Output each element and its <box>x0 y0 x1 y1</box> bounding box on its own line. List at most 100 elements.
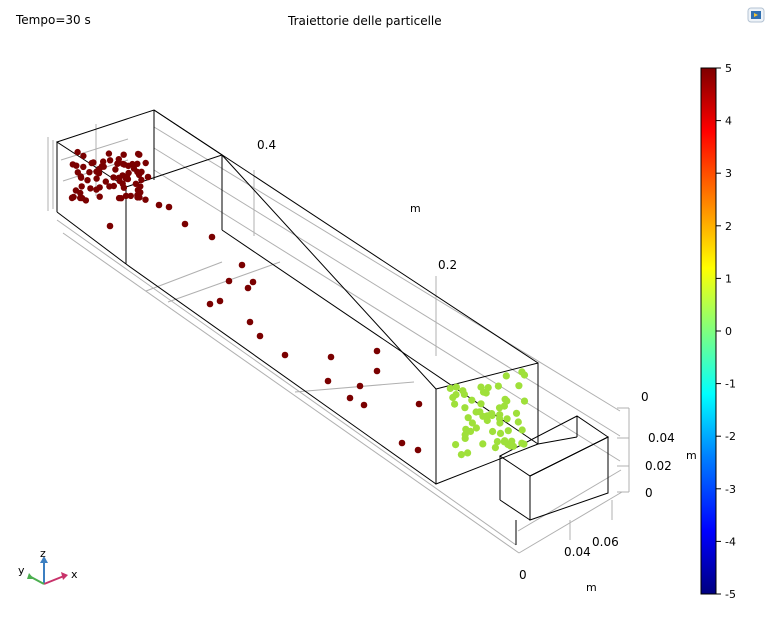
particle-point <box>93 175 100 182</box>
particle-point <box>102 178 110 185</box>
particle-point <box>502 372 510 380</box>
particle-point <box>324 377 332 385</box>
color-legend-tick-label: 2 <box>725 220 732 233</box>
color-legend-tick-label: -1 <box>725 378 736 391</box>
particle-point <box>452 383 460 391</box>
particle-point <box>281 351 289 359</box>
particle-point <box>77 173 85 180</box>
particle-point <box>464 449 472 457</box>
color-legend-tick-label: -3 <box>725 483 736 496</box>
triad-y-label: y <box>18 564 25 577</box>
particle-point <box>477 400 485 408</box>
particle-point <box>98 163 106 170</box>
particle-point <box>491 444 499 452</box>
particle-point <box>244 284 252 292</box>
axis-triad-icon: z x y <box>18 547 78 585</box>
particle-point <box>518 426 526 434</box>
color-legend-tick-label: 3 <box>725 167 732 180</box>
particle-point <box>127 192 134 200</box>
particle-point <box>82 197 90 204</box>
axis-unit-label: m <box>586 581 597 594</box>
particle-point <box>125 162 132 169</box>
particle-point <box>472 408 480 416</box>
particle-point <box>472 424 480 432</box>
color-legend-tick-label: -2 <box>725 430 736 443</box>
particle-point <box>489 427 497 436</box>
particle-point <box>142 159 149 167</box>
particle-point <box>518 439 526 447</box>
particle-point <box>468 396 476 404</box>
particle-point <box>114 160 121 167</box>
particle-point <box>96 193 103 200</box>
particle-point <box>398 439 406 447</box>
particle-point <box>112 166 119 173</box>
particle-point <box>373 367 381 375</box>
particle-point <box>216 297 224 305</box>
triad-x-label: x <box>71 568 78 581</box>
particle-point <box>503 415 511 423</box>
color-legend-tick-label: -5 <box>725 588 736 601</box>
particle-point <box>144 173 152 181</box>
particle-point <box>115 194 123 202</box>
depth-tick-label: 0.06 <box>592 535 619 549</box>
height-tick-label: 0.02 <box>645 459 672 473</box>
particle-point <box>346 394 354 402</box>
particle-point <box>238 261 246 269</box>
geometry-edges <box>55 109 609 545</box>
color-legend-tick-label: 4 <box>725 115 732 128</box>
color-legend-tick-label: -4 <box>725 535 736 548</box>
particle-point <box>477 383 485 391</box>
particle-point <box>479 412 487 420</box>
color-legend-bar <box>700 67 717 595</box>
particle-point <box>106 157 114 164</box>
particle-point <box>225 277 233 285</box>
particle-point <box>457 451 465 459</box>
height-tick-label: 0.04 <box>648 431 675 445</box>
axis-unit-label: m <box>686 449 697 462</box>
particle-point <box>515 382 523 390</box>
particle-point <box>479 440 487 448</box>
particle-point <box>514 418 522 426</box>
particle-point <box>503 397 511 405</box>
particle-point <box>512 409 521 417</box>
color-legend-tick-label: 5 <box>725 62 732 75</box>
particle-point <box>105 150 113 157</box>
export-image-icon[interactable] <box>747 7 765 23</box>
particle-point <box>461 404 469 412</box>
grid-lines <box>47 124 630 554</box>
particle-point <box>360 401 368 409</box>
particle-point <box>70 193 77 201</box>
particle-point <box>466 427 475 435</box>
length-tick-label: 0.2 <box>438 258 457 272</box>
particle-point <box>78 183 85 190</box>
particle-point <box>327 353 335 361</box>
particle-point <box>86 169 93 176</box>
particle-point <box>72 187 80 194</box>
particle-point <box>155 201 163 209</box>
particle-point <box>93 168 100 175</box>
particle-point <box>122 192 130 200</box>
particle-point <box>74 148 81 156</box>
triad-z-label: z <box>40 547 46 560</box>
particle-point <box>493 438 501 446</box>
particle-point <box>206 300 214 308</box>
particle-point <box>468 419 476 427</box>
particle-point <box>452 441 460 449</box>
particle-point <box>452 391 460 399</box>
particle-point <box>165 203 173 211</box>
particle-point <box>415 400 423 408</box>
particle-point <box>451 400 459 408</box>
particle-point <box>464 414 472 422</box>
particle-point <box>504 427 512 435</box>
particle-point <box>181 220 189 228</box>
particle-point <box>80 163 87 171</box>
particle-point <box>84 177 91 184</box>
depth-tick-label: 0 <box>519 568 527 582</box>
particle-point <box>142 196 149 203</box>
particle-point <box>115 174 123 181</box>
particle-point <box>80 152 87 160</box>
particle-point <box>494 382 502 390</box>
axis-unit-label: m <box>410 202 421 215</box>
